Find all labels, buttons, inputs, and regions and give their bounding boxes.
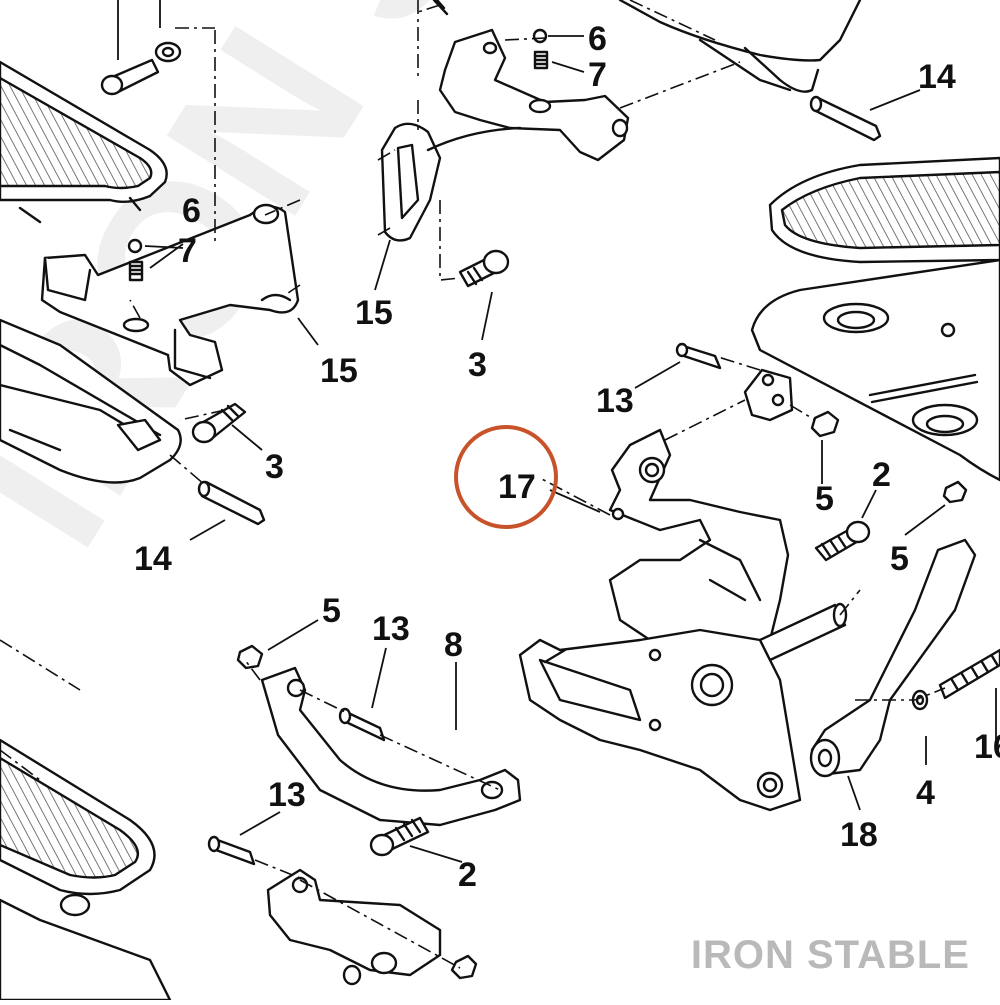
bolt-top-left: [100, 41, 182, 96]
pin-14-left: [197, 480, 266, 526]
spring-7-top: [533, 50, 549, 70]
footboard-bracket-left: [40, 203, 300, 387]
brand-label: IRON STABLE: [690, 933, 970, 977]
callout-13-right: 13: [596, 382, 634, 420]
brake-housing: [518, 628, 802, 812]
callout-6-left: 6: [182, 192, 201, 230]
callout-4: 4: [916, 774, 935, 812]
nut-5-right-a: [810, 410, 840, 438]
callout-7-top: 7: [588, 56, 607, 94]
pin-14-upper: [809, 95, 882, 142]
pin-13-right: [675, 342, 722, 370]
clevis-right: [743, 368, 794, 422]
callout-labels: 6 7 14 6 7 15 15 3 3 13 17 5 2 5 14 5 13…: [134, 20, 1000, 894]
callout-6-top: 6: [588, 20, 607, 58]
nut-5-left: [236, 644, 264, 670]
pin-13-lower: [207, 835, 256, 866]
callout-15-left: 15: [320, 352, 358, 390]
callout-16: 16: [974, 728, 1000, 766]
callout-3-left: 3: [265, 448, 284, 486]
floorboard-top-left: [0, 60, 168, 224]
floorboard-top-right: [618, 0, 862, 93]
ball-6-top: [532, 28, 548, 44]
callout-18: 18: [840, 816, 878, 854]
callout-17: 17: [498, 468, 536, 506]
pin-13-mid: [338, 707, 386, 742]
callout-15-top: 15: [355, 294, 393, 332]
floorboard-left: [0, 318, 182, 484]
shift-lever-8: [260, 666, 522, 827]
callout-3-top: 3: [468, 346, 487, 384]
spring-7-left: [128, 260, 144, 282]
shift-bracket-lower: [266, 868, 478, 986]
callout-13-lower: 13: [268, 776, 306, 814]
highlight-ring-17: [454, 425, 558, 529]
brake-lever-18: [809, 538, 977, 778]
callout-2-lower: 2: [458, 856, 477, 894]
floorboard-right: [750, 156, 1000, 482]
alignment-lines: [0, 0, 946, 969]
bolt-3-upper: [458, 249, 510, 288]
bolt-2-lower: [369, 816, 430, 857]
bolt-top-mid: [432, 0, 449, 16]
leader-lines: [117, 0, 997, 863]
callout-14-top: 14: [918, 58, 956, 96]
ball-6-left: [127, 238, 143, 254]
callout-14-left: 14: [134, 540, 172, 578]
bolt-2-right: [814, 520, 871, 562]
nut-5-right-b: [942, 480, 968, 504]
floorboard-bottom-left: [0, 738, 172, 1002]
callout-5-right: 5: [815, 480, 834, 518]
callout-5-mid: 5: [322, 592, 341, 630]
callout-8: 8: [444, 626, 463, 664]
footboard-bracket-top: [380, 28, 630, 242]
callout-5-far-right: 5: [890, 540, 909, 578]
callout-7-left: 7: [178, 232, 197, 270]
threaded-rod-16: [938, 648, 1000, 700]
callout-2-right: 2: [872, 456, 891, 494]
callout-13-mid: 13: [372, 610, 410, 648]
